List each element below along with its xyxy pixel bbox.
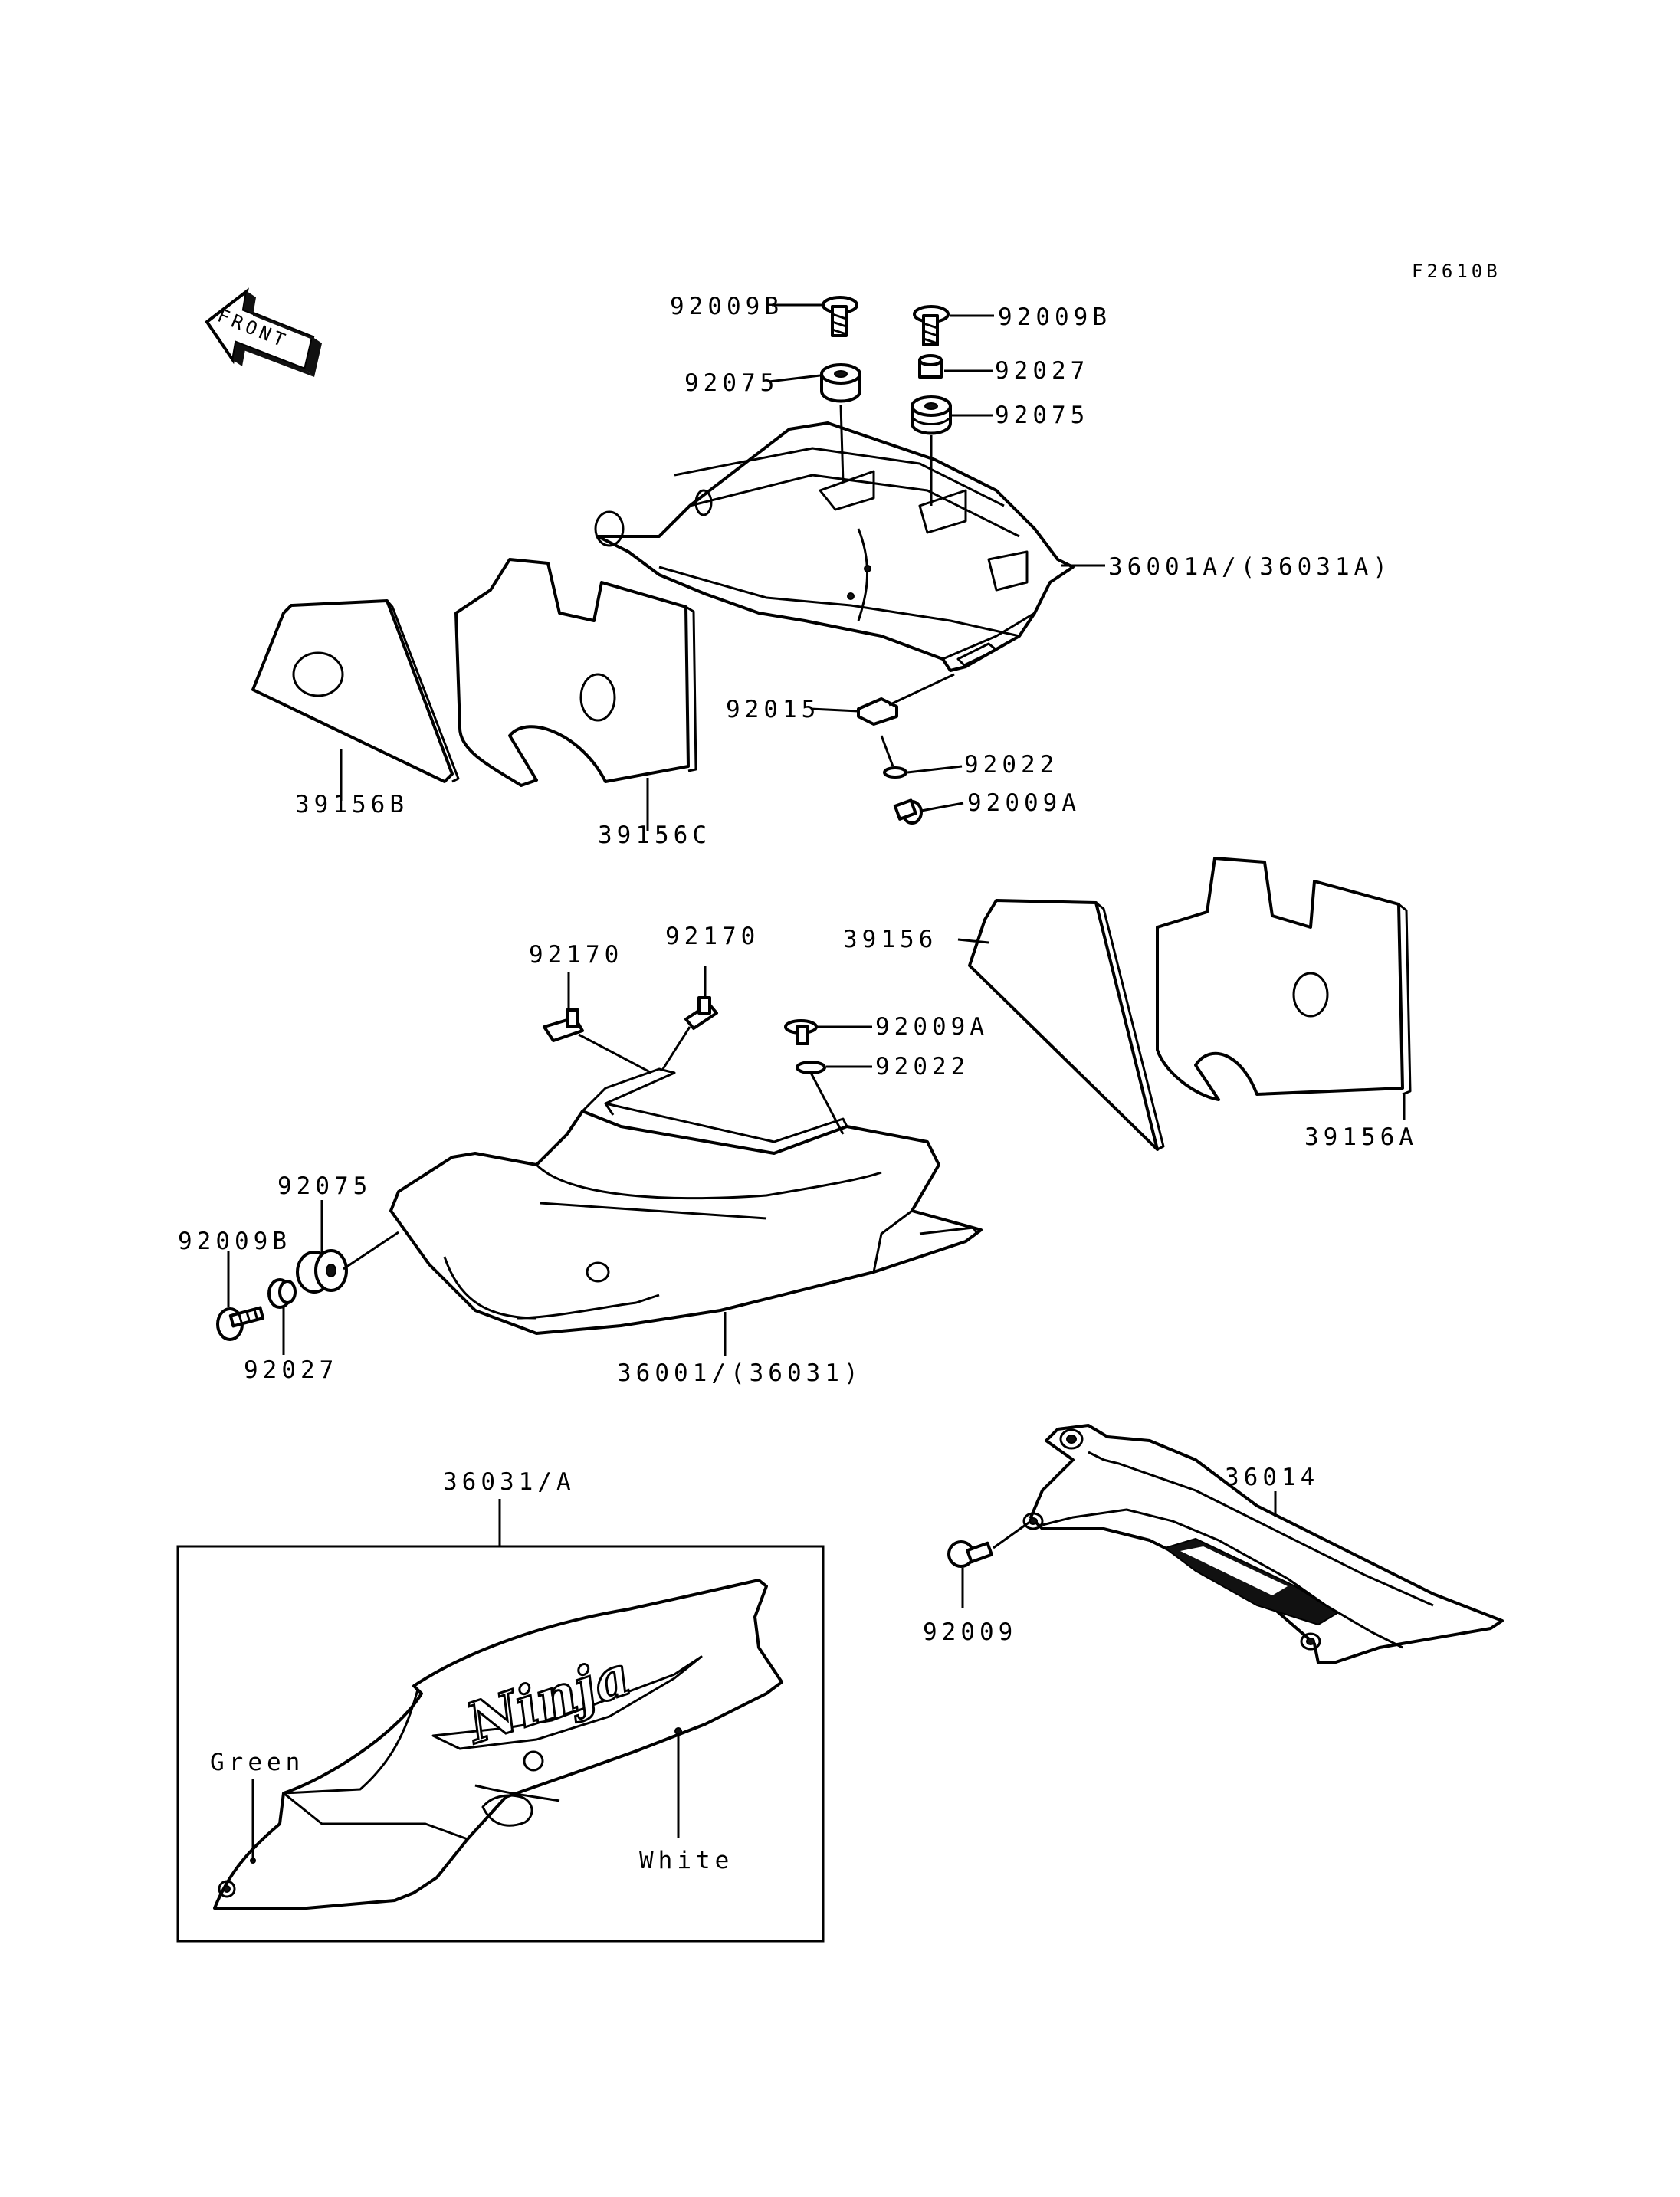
label-36031a: 36031/A xyxy=(443,1468,576,1496)
label-92009a-upper: 92009A xyxy=(967,789,1081,817)
damper-92075-right xyxy=(911,395,952,435)
label-92170-left: 92170 xyxy=(529,941,623,969)
screw-92009a-middle xyxy=(784,1019,818,1045)
side-cover-part xyxy=(389,1067,983,1335)
collar-92027-middle xyxy=(267,1278,297,1309)
label-92009: 92009 xyxy=(923,1618,1017,1646)
label-92009b-middle: 92009B xyxy=(178,1228,291,1255)
label-92009b-right: 92009B xyxy=(998,303,1111,331)
label-92009a-middle: 92009A xyxy=(875,1013,989,1041)
label-92075-middle: 92075 xyxy=(277,1172,372,1200)
label-green: Green xyxy=(210,1749,304,1776)
label-36001a: 36001A/(36031A) xyxy=(1108,553,1392,581)
screw-92009b-right xyxy=(913,305,950,346)
collar-92027 xyxy=(918,354,943,379)
label-39156a: 39156A xyxy=(1304,1123,1418,1151)
front-arrow-icon: FRONT xyxy=(205,287,322,377)
label-white: White xyxy=(639,1847,733,1874)
pad-39156a xyxy=(1156,857,1412,1101)
label-92022-middle: 92022 xyxy=(875,1053,970,1080)
damper-92075-left xyxy=(820,363,861,403)
nut-92015 xyxy=(857,697,898,726)
damper-92075-middle xyxy=(296,1249,348,1294)
seat-cover-part xyxy=(594,421,1075,672)
label-92022-upper: 92022 xyxy=(964,751,1058,779)
clip-92170-right xyxy=(684,996,718,1030)
label-92075-left: 92075 xyxy=(684,369,779,397)
clip-92170-left xyxy=(543,1008,584,1042)
pad-39156c xyxy=(454,558,697,787)
label-92009b-left: 92009B xyxy=(670,293,783,320)
washer-92022-middle xyxy=(796,1061,826,1074)
screw-92009a-upper xyxy=(893,798,923,825)
screw-92009b-left xyxy=(822,296,858,337)
label-92075-right: 92075 xyxy=(995,402,1089,429)
screw-92009-lower xyxy=(947,1540,993,1568)
decal-cover-part xyxy=(213,1579,783,1910)
label-39156b: 39156B xyxy=(295,791,409,818)
label-36014: 36014 xyxy=(1225,1464,1319,1491)
label-36001: 36001/(36031) xyxy=(617,1359,863,1387)
label-92015: 92015 xyxy=(726,696,820,723)
figure-code: F2610B xyxy=(1412,261,1501,282)
pad-39156 xyxy=(968,899,1165,1151)
pad-39156b xyxy=(251,599,460,783)
label-39156: 39156 xyxy=(843,926,937,953)
screw-92009b-middle xyxy=(216,1306,265,1341)
label-92027-middle: 92027 xyxy=(244,1356,338,1384)
detail-box xyxy=(176,1545,825,1943)
chain-cover-part xyxy=(1022,1424,1504,1664)
label-92027-upper: 92027 xyxy=(995,357,1089,385)
washer-92022-upper xyxy=(883,766,907,779)
label-39156c: 39156C xyxy=(598,821,711,849)
label-92170-right: 92170 xyxy=(665,923,760,950)
